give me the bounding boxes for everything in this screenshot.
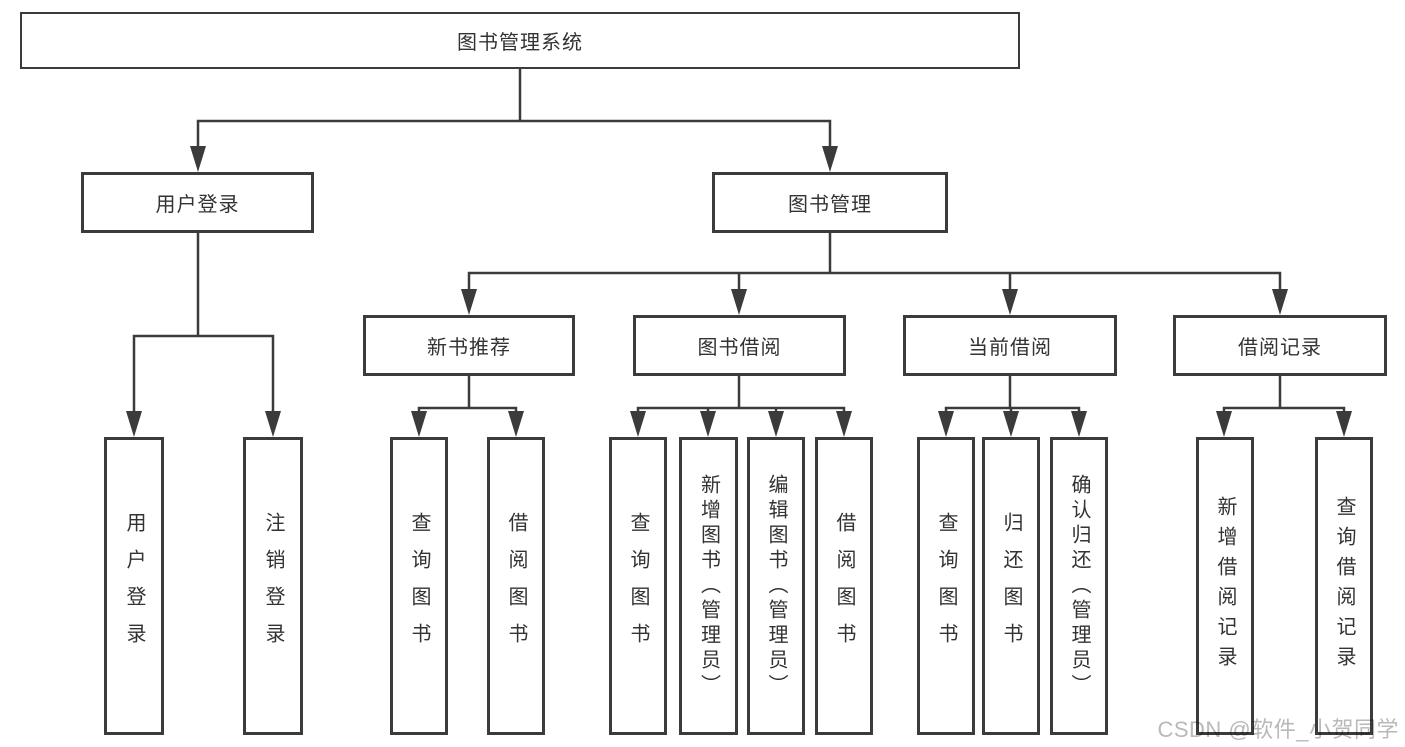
- node-book-management: 图书管理: [712, 172, 948, 233]
- leaf-query-books-recommend: 查询图书: [390, 437, 448, 735]
- node-current-borrowing: 当前借阅: [903, 315, 1117, 376]
- leaf-confirm-return-admin: 确认归还（管理员）: [1050, 437, 1108, 735]
- node-label: 编辑图书（管理员）: [765, 473, 787, 699]
- leaf-return-books: 归还图书: [982, 437, 1040, 735]
- leaf-query-borrow-record: 查询借阅记录: [1315, 437, 1373, 735]
- node-label: 新书推荐: [427, 337, 511, 359]
- leaf-edit-books-admin: 编辑图书（管理员）: [747, 437, 805, 735]
- node-label: 借阅记录: [1238, 337, 1322, 359]
- node-label: 查询图书: [935, 512, 957, 660]
- node-label: 查询图书: [408, 512, 430, 660]
- node-label: 图书管理: [788, 194, 872, 216]
- node-label: 借阅图书: [505, 512, 527, 660]
- node-label: 新增图书（管理员）: [697, 473, 720, 699]
- leaf-add-books-admin: 新增图书（管理员）: [679, 437, 738, 735]
- node-user-login: 用户登录: [81, 172, 314, 233]
- node-new-book-recommendation: 新书推荐: [363, 315, 575, 376]
- node-label: 当前借阅: [968, 337, 1052, 359]
- node-label: 归还图书: [1000, 512, 1022, 660]
- leaf-query-books-current: 查询图书: [917, 437, 975, 735]
- leaf-logout: 注销登录: [243, 437, 303, 735]
- watermark: CSDN @软件_小贺同学: [1157, 717, 1399, 742]
- node-label: 图书借阅: [697, 337, 782, 359]
- node-label: 用户登录: [123, 512, 145, 660]
- leaf-borrow-books: 借阅图书: [815, 437, 873, 735]
- node-label: 图书管理系统: [457, 32, 583, 54]
- node-label: 查询图书: [627, 512, 649, 660]
- node-label: 确认归还（管理员）: [1068, 473, 1090, 699]
- node-root-system: 图书管理系统: [20, 12, 1020, 69]
- node-label: 查询借阅记录: [1333, 496, 1355, 676]
- leaf-user-login: 用户登录: [104, 437, 164, 735]
- node-label: 新增借阅记录: [1214, 496, 1236, 676]
- node-book-borrowing: 图书借阅: [633, 315, 846, 376]
- node-label: 用户登录: [155, 194, 240, 216]
- node-borrowing-records: 借阅记录: [1173, 315, 1387, 376]
- leaf-query-books-borrow: 查询图书: [609, 437, 667, 735]
- node-label: 注销登录: [262, 512, 284, 660]
- leaf-borrow-books-recommend: 借阅图书: [487, 437, 545, 735]
- leaf-add-borrow-record: 新增借阅记录: [1196, 437, 1254, 735]
- node-label: 借阅图书: [833, 512, 855, 660]
